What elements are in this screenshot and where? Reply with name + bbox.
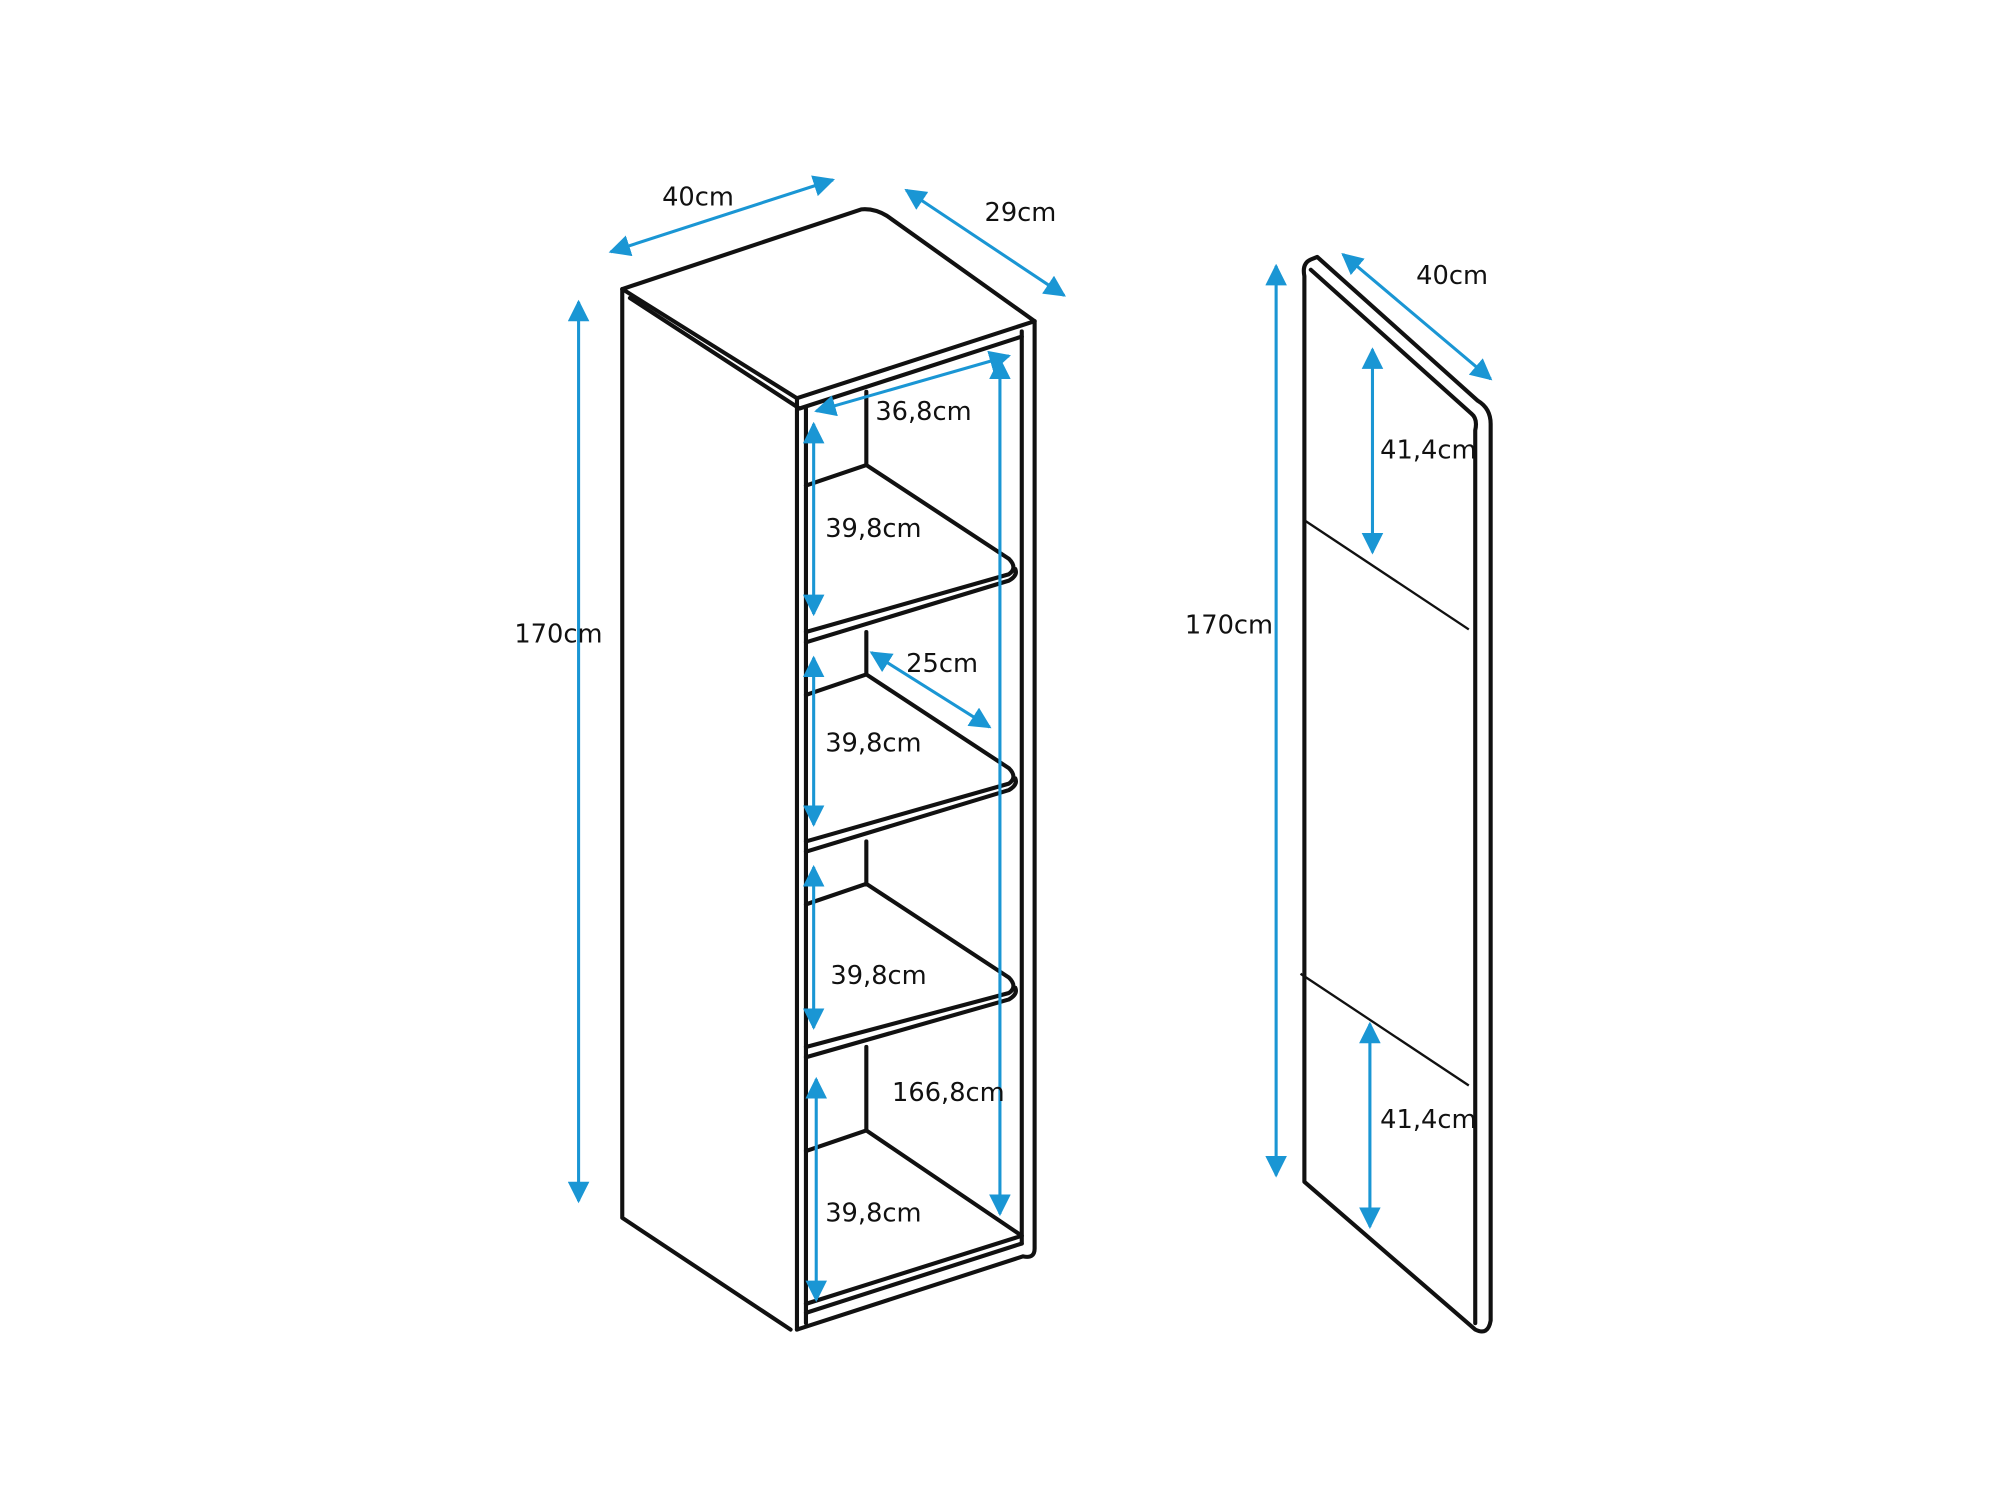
cabinet-left-side	[620, 286, 793, 1332]
width-arrow	[608, 175, 835, 257]
cabinet-front-edge	[794, 396, 809, 1332]
compartment-label-3: 39,8cm	[830, 961, 926, 991]
hinge-line-bottom	[1299, 972, 1470, 1087]
hinge-bottom-label: 41,4cm	[1380, 1105, 1476, 1135]
door-outline	[1301, 254, 1493, 1334]
hinge-line-top	[1303, 519, 1470, 631]
cabinet-floor	[803, 1128, 1024, 1306]
inner-width-label: 36,8cm	[875, 397, 971, 427]
shelf-1	[803, 462, 1018, 645]
shelf-depth-arrow	[869, 651, 992, 729]
inner-height-label: 166,8cm	[892, 1078, 1005, 1108]
height-label: 170cm	[514, 619, 602, 649]
cabinet-right-panel	[794, 319, 1037, 1332]
shelf-2	[803, 672, 1018, 854]
width-label: 40cm	[662, 183, 734, 213]
door-edge	[1308, 267, 1479, 1326]
dimension-arrows	[567, 175, 1493, 1303]
door-width-arrow	[1341, 252, 1493, 381]
door-width-label: 40cm	[1416, 261, 1488, 291]
door-height-label: 170cm	[1185, 610, 1273, 640]
compartment-label-4: 39,8cm	[825, 1199, 921, 1229]
compartment-label-2: 39,8cm	[825, 729, 921, 759]
dimension-labels: 40cm 29cm 170cm 36,8cm 166,8cm 39,8cm 39…	[514, 183, 1488, 1229]
shelf-depth-label: 25cm	[906, 649, 978, 679]
cabinet-bottom	[803, 1241, 1024, 1315]
cabinet-top	[620, 207, 1037, 401]
depth-arrow	[904, 188, 1066, 297]
hinge-top-label: 41,4cm	[1380, 436, 1476, 466]
door-drawing	[1299, 254, 1493, 1334]
inner-width-arrow	[814, 350, 1011, 417]
compartment-label-1: 39,8cm	[825, 514, 921, 544]
depth-label: 29cm	[985, 198, 1057, 228]
cabinet-drawing	[620, 207, 1037, 1332]
cabinet-top-edge	[627, 295, 1024, 411]
